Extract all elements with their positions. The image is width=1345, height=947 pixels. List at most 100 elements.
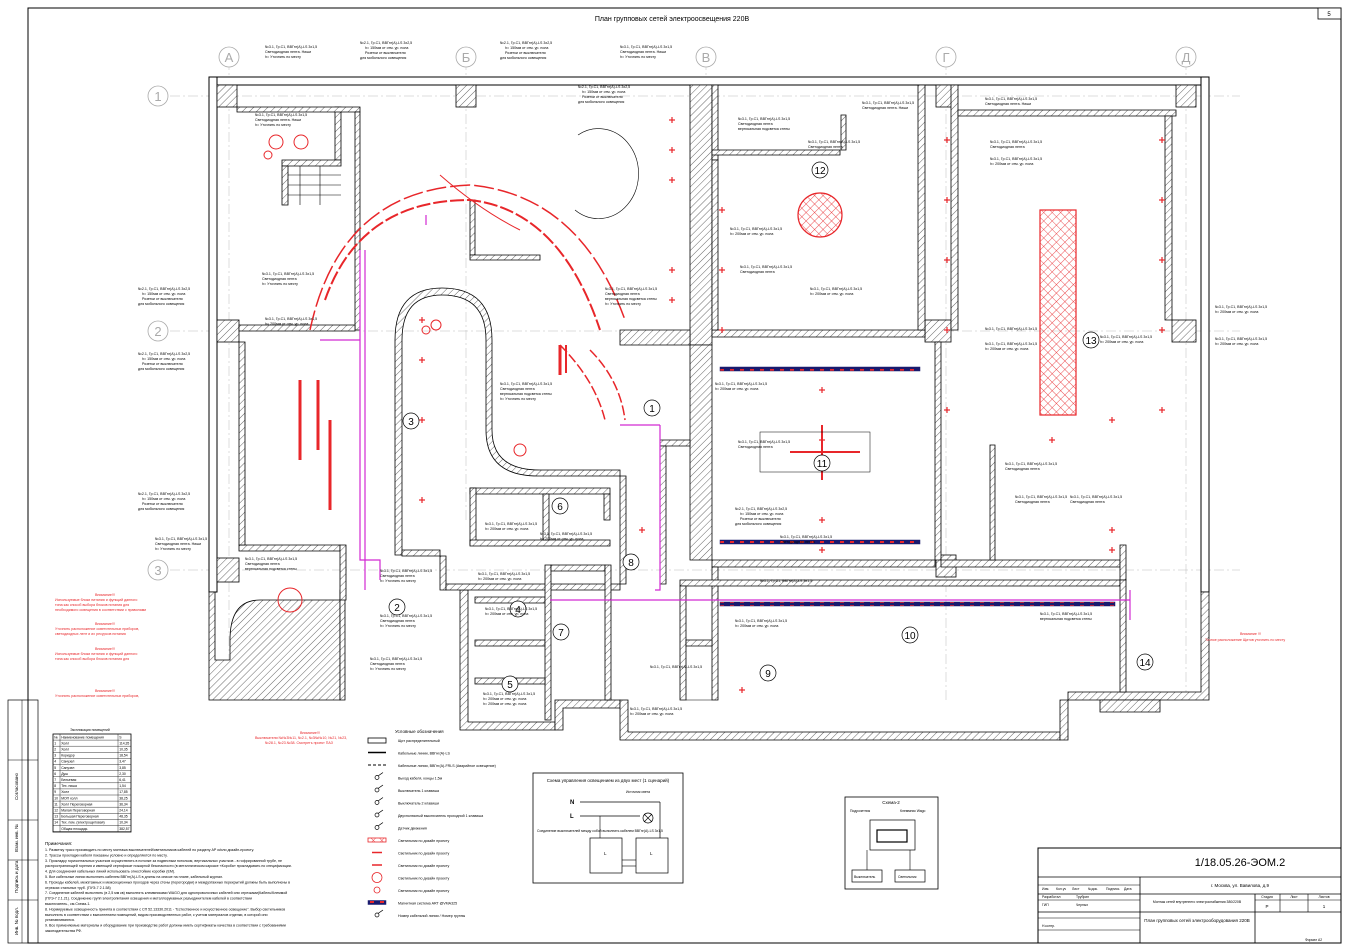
svg-text:Используемые блоки питания и ф: Используемые блоки питания и функций дан…: [55, 652, 137, 656]
svg-text:светодиодных лент и их ресурсо: светодиодных лент и их ресурсов питания: [55, 632, 126, 636]
svg-text:h= Уточнить по месту: h= Уточнить по месту: [620, 55, 656, 59]
spec-table-cell: 5: [54, 766, 56, 770]
svg-text:№3.1, Гр.С1, ВВГнг(А)-LS 3х1,5: №3.1, Гр.С1, ВВГнг(А)-LS 3х1,5: [780, 535, 832, 539]
svg-text:h= 150мм от отм. ур. пола: h= 150мм от отм. ур. пола: [740, 512, 783, 516]
svg-text:Розетки от выключателя: Розетки от выключателя: [582, 95, 623, 99]
svg-text:h= 150мм от отм. ур. пола: h= 150мм от отм. ур. пола: [505, 46, 548, 50]
circuit-annotation-room10: №3.1, Гр.С1, ВВГнг(А)-LS 3х1,5 Светодиод…: [735, 462, 1122, 628]
svg-text:№3.1, Гр.С1, ВВГнг(А)-LS 3х1,5: №3.1, Гр.С1, ВВГнг(А)-LS 3х1,5: [370, 657, 422, 661]
svg-text:N: N: [570, 800, 574, 806]
svg-text:Светодиодная лента: Светодиодная лента: [738, 122, 773, 126]
svg-text:вертикальная подсветка стены: вертикальная подсветка стены: [1040, 617, 1092, 621]
svg-text:h= 200мм от отм. ур. пола: h= 200мм от отм. ур. пола: [715, 387, 758, 391]
spec-table-cell: Холл: [61, 741, 69, 745]
svg-text:для мобильного освещения: для мобильного освещения: [578, 100, 624, 104]
svg-text:Светодиодная лента. Ниши: Светодиодная лента. Ниши: [985, 102, 1031, 106]
scheme-2: Схема-2 Подрозетник Клеммник Wago Выключ…: [844, 796, 939, 890]
svg-text:Выключатели №№3№11, №2.1, №3№№: Выключатели №№3№11, №2.1, №3№№10, №21, №…: [255, 736, 347, 740]
spec-table-cell: 9: [54, 790, 56, 794]
legend-label: Кабельные линии, ВВГнг(А)-LS: [398, 752, 450, 756]
svg-text:Инв. № подл.: Инв. № подл.: [14, 907, 19, 935]
legend-symbol: [374, 822, 384, 830]
circuit-annotation-room1-right: №3.1, Гр.С1, ВВГнг(А)-LS 3х1,5 Светодиод…: [605, 287, 657, 306]
svg-text:h= Уточнить по месту: h= Уточнить по месту: [255, 123, 291, 127]
svg-text:Схема-2: Схема-2: [882, 800, 900, 805]
svg-text:Розетки от выключателя: Розетки от выключателя: [365, 51, 406, 55]
spec-table-cell: Тех. ниша: [61, 784, 77, 788]
room-number-14: 14: [1139, 658, 1151, 669]
svg-text:Светодиодная лента: Светодиодная лента: [738, 445, 773, 449]
svg-text:Светодиодная лента. Ниши: Светодиодная лента. Ниши: [265, 50, 311, 54]
svg-text:№2.1, Гр.С1, ВВГнг(А)-LS 3х2,5: №2.1, Гр.С1, ВВГнг(А)-LS 3х2,5: [138, 492, 190, 496]
svg-text:Экспликация помещений: Экспликация помещений: [70, 728, 110, 732]
svg-text:h= 200мм от отм. ур. пола: h= 200мм от отм. ур. пола: [265, 322, 308, 326]
spec-table-cell: 4: [54, 760, 56, 764]
svg-text:h= 150мм от отм. ур. пола: h= 150мм от отм. ур. пола: [142, 497, 185, 501]
svg-text:№3.1, Гр.С1, ВВГнг(А)-LS 3х1,5: №3.1, Гр.С1, ВВГнг(А)-LS 3х1,5: [1215, 337, 1267, 341]
grid-column-bubbles: А Б В Г Д: [218, 46, 1197, 68]
svg-text:№3.1, Гр.С1, ВВГнг(А)-LS 3х1,5: №3.1, Гр.С1, ВВГнг(А)-LS 3х1,5: [808, 140, 860, 144]
room-number-13: 13: [1085, 336, 1097, 347]
svg-text:План групповых сетей электрооб: План групповых сетей электрооборудования…: [1144, 917, 1250, 923]
svg-text:№3.1, Гр.С1, ВВГнг(А)-LS 3х1,5: №3.1, Гр.С1, ВВГнг(А)-LS 3х1,5: [1070, 495, 1122, 499]
svg-text:Используемые блоки питания и ф: Используемые блоки питания и функций дан…: [55, 598, 137, 602]
svg-text:Светодиодная лента: Светодиодная лента: [245, 562, 280, 566]
legend-label: Выключатель 1 клавиша: [398, 789, 439, 793]
svg-text:Внимание !!!: Внимание !!!: [1240, 632, 1261, 636]
svg-text:Изм.: Изм.: [1042, 887, 1049, 891]
room-number-5: 5: [507, 680, 513, 691]
svg-text:№3.1, Гр.С1, ВВГнг(А)-LS 3х1,5: №3.1, Гр.С1, ВВГнг(А)-LS 3х1,5: [810, 287, 862, 291]
svg-text:№3.1, Гр.С1, ВВГнг(А)-LS 3х1,5: №3.1, Гр.С1, ВВГнг(А)-LS 3х1,5: [738, 440, 790, 444]
lighting-arcs: [263, 128, 639, 613]
svg-text:Светодиодная лента. Ниши: Светодиодная лента. Ниши: [862, 106, 908, 110]
svg-text:h= Уточнить по месту: h= Уточнить по месту: [380, 579, 416, 583]
spec-table-cell: 38,25: [119, 796, 128, 800]
general-note-line: 4. Для соединения кабельных линий исполь…: [45, 870, 175, 874]
svg-text:№3.1, Гр.С1, ВВГнг(А)-LS 3х1,5: №3.1, Гр.С1, ВВГнг(А)-LS 3х1,5: [715, 382, 767, 386]
svg-text:Кол.уч: Кол.уч: [1056, 887, 1066, 891]
svg-text:h= Уточнить по месту: h= Уточнить по месту: [605, 302, 641, 306]
cable-routes: [320, 215, 1131, 620]
svg-text:h= 200мм от отм. ур. пола: h= 200мм от отм. ур. пола: [483, 697, 526, 701]
spec-table-cell: 10,35: [119, 748, 128, 752]
svg-text:h= 200мм от отм. ур. пола: h= 200мм от отм. ур. пола: [810, 292, 853, 296]
svg-text:Условные обозначения: Условные обозначения: [395, 729, 444, 734]
svg-text:Светодиодная лента. Ниши: Светодиодная лента. Ниши: [620, 50, 666, 54]
svg-text:№3.1, Гр.С1, ВВГнг(А)-LS 3х1,5: №3.1, Гр.С1, ВВГнг(А)-LS 3х1,5: [380, 614, 432, 618]
svg-text:Стадия: Стадия: [1261, 895, 1273, 899]
svg-text:№2.1, Гр.С1, ВВГнг(А)-LS 3х2,5: №2.1, Гр.С1, ВВГнг(А)-LS 3х2,5: [138, 352, 190, 356]
circuit-annotation-room1-a: №3.1, Гр.С1, ВВГнг(А)-LS 3х1,5 Светодиод…: [255, 113, 307, 127]
spec-table-cell: Санузел: [61, 760, 74, 764]
svg-text:№3.1, Гр.С1, ВВГнг(А)-LS 3х1,5: №3.1, Гр.С1, ВВГнг(А)-LS 3х1,5: [540, 532, 592, 536]
svg-text:Светодиодная лента: Светодиодная лента: [1070, 500, 1105, 504]
svg-text:№2.1, Гр.С1, ВВГнг(А)-LS 3х2,5: №2.1, Гр.С1, ВВГнг(А)-LS 3х2,5: [500, 41, 552, 45]
circuit-annotation-room9: №3.1, Гр.С1, ВВГнг(А)-LS 3х1,5 h= 200мм …: [630, 665, 702, 716]
svg-text:Внимание!!!: Внимание!!!: [95, 622, 115, 626]
general-note-line: 5. Все кабельные линии выполнить кабелем…: [45, 875, 223, 879]
legend-label: Магнитная система ART @VMA325: [398, 902, 457, 906]
svg-text:Светодиодная лента: Светодиодная лента: [1015, 500, 1050, 504]
svg-text:Лист: Лист: [1290, 895, 1298, 899]
room-12-feature: [797, 192, 843, 238]
svg-text:Примечания:: Примечания:: [45, 841, 72, 846]
legend-symbol: [374, 909, 384, 918]
svg-text:№3.1, Гр.С1, ВВГнг(А)-LS 3х1,5: №3.1, Гр.С1, ВВГнг(А)-LS 3х1,5: [738, 117, 790, 121]
room-13-feature: [1039, 209, 1077, 416]
svg-text:Розетки от выключателя: Розетки от выключателя: [505, 51, 546, 55]
svg-text:№3.1, Гр.С1, ВВГнг(А)-LS 3х1,5: №3.1, Гр.С1, ВВГнг(А)-LS 3х1,5: [735, 619, 787, 623]
svg-text:для мобильного освещения: для мобильного освещения: [360, 56, 406, 60]
svg-text:№док.: №док.: [1088, 887, 1098, 891]
spec-table-cell: 13: [54, 815, 58, 819]
svg-text:h= 150мм от отм. ур. пола: h= 150мм от отм. ур. пола: [142, 357, 185, 361]
spec-table-cell: 17,85: [119, 790, 128, 794]
svg-text:для мобильного освещения: для мобильного освещения: [500, 56, 546, 60]
general-note-line: (ПУЭ-7 2.1.21). Соединение групп электро…: [45, 897, 252, 901]
general-note-line: распространяющей горения и имеющей серти…: [45, 864, 292, 868]
circuit-annotation-top-right: №3.1, Гр.С1, ВВГнг(А)-LS 3х1,5 Светодиод…: [620, 45, 672, 59]
svg-text:№3.1, Гр.С1, ВВГнг(А)-LS 3х1,5: №3.1, Гр.С1, ВВГнг(А)-LS 3х1,5: [730, 227, 782, 231]
svg-text:№3.1, Гр.С1, ВВГнг(А)-LS 3х1,5: №3.1, Гр.С1, ВВГнг(А)-LS 3х1,5: [265, 317, 317, 321]
spec-table-cell: 6,41: [119, 778, 126, 782]
legend-label: Кабельные линии, ВВГнг(А)-FRLS (Аварийно…: [398, 764, 496, 768]
svg-text:Светодиодная лента: Светодиодная лента: [780, 540, 815, 544]
legend-symbol: [374, 784, 384, 793]
